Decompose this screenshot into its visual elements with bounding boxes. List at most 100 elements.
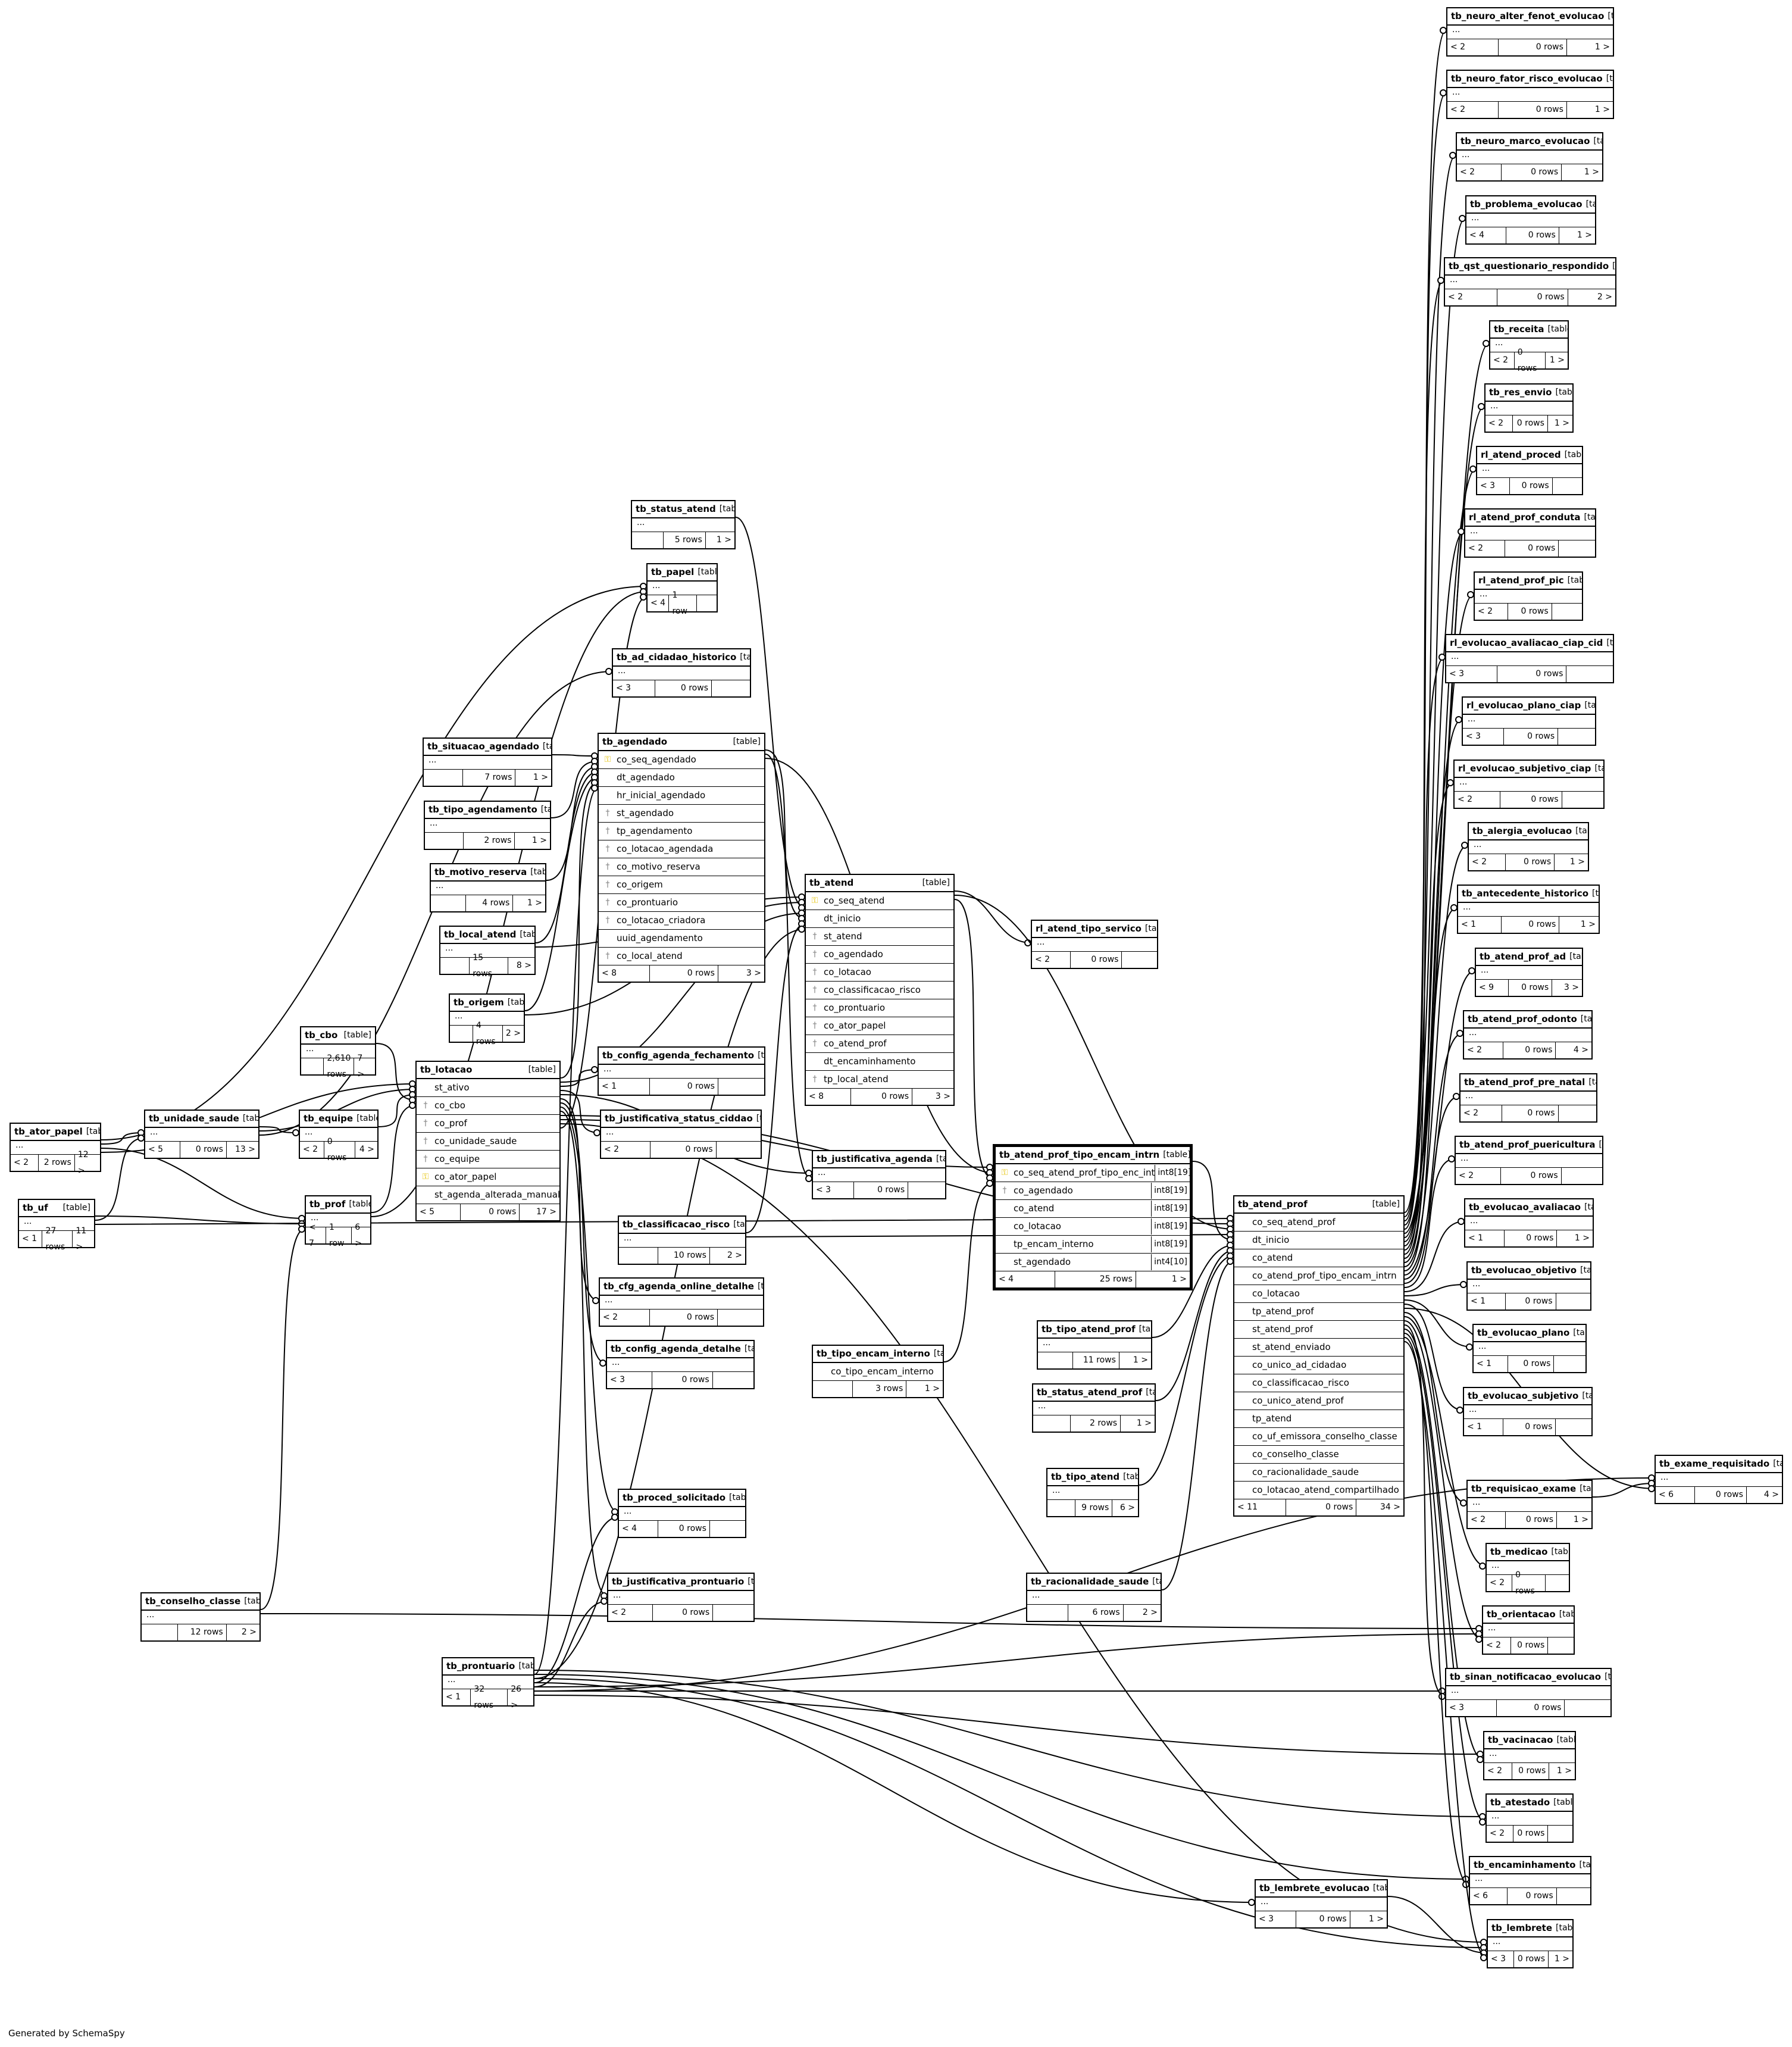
children-count[interactable]: 1 >: [1136, 1418, 1152, 1428]
children-count[interactable]: [713, 1605, 753, 1621]
children-count[interactable]: 1 >: [1171, 1274, 1187, 1284]
table-tb-evolucao-subjetivo[interactable]: tb_evolucao_subjetivo[table]...< 10 rows: [1463, 1387, 1593, 1436]
parents-count[interactable]: < 1: [443, 1689, 471, 1705]
children-count[interactable]: [1565, 1700, 1610, 1716]
children-count[interactable]: [1557, 1888, 1590, 1904]
table-tb-config-agenda-detalhe[interactable]: tb_config_agenda_detalhe[table]...< 30 r…: [606, 1340, 755, 1389]
table-tb-classificacao-risco[interactable]: tb_classificacao_risco[table]...10 rows2…: [618, 1215, 746, 1265]
table-tb-lembrete-evolucao[interactable]: tb_lembrete_evolucao[table]...< 30 rows1…: [1255, 1879, 1388, 1929]
children-count[interactable]: 1 >: [1554, 418, 1569, 428]
table-tb-evolucao-objetivo[interactable]: tb_evolucao_objetivo[table]...< 10 rows: [1466, 1261, 1591, 1311]
parents-count[interactable]: < 4: [1466, 227, 1506, 243]
table-rl-atend-prof-conduta[interactable]: rl_atend_prof_conduta[table]...< 20 rows: [1464, 508, 1596, 558]
children-count[interactable]: 1 >: [1368, 1914, 1384, 1924]
parents-count[interactable]: < 2: [1483, 1637, 1512, 1654]
table-tb-neuro-fator-risco-evolucao[interactable]: tb_neuro_fator_risco_evolucao[table]...<…: [1446, 70, 1614, 119]
table-tb-justificativa-prontuario[interactable]: tb_justificativa_prontuario[table]...< 2…: [607, 1573, 755, 1622]
children-count[interactable]: 7 >: [357, 1053, 365, 1079]
parents-count[interactable]: < 3: [813, 1182, 854, 1198]
children-count[interactable]: [1548, 1826, 1572, 1842]
children-count[interactable]: [1558, 729, 1595, 745]
parents-count[interactable]: < 2: [1468, 1512, 1506, 1528]
parents-count[interactable]: [440, 958, 470, 974]
parents-count[interactable]: < 2: [1456, 1168, 1501, 1184]
children-count[interactable]: [1556, 1293, 1590, 1310]
table-tb-neuro-alter-fenot-evolucao[interactable]: tb_neuro_alter_fenot_evolucao[table]...<…: [1446, 7, 1614, 57]
children-count[interactable]: 1 >: [533, 773, 549, 782]
table-rl-evolucao-plano-ciap[interactable]: rl_evolucao_plano_ciap[table]...< 30 row…: [1462, 696, 1596, 746]
children-count[interactable]: 1 >: [1554, 1954, 1569, 1964]
children-count[interactable]: 2 >: [505, 1029, 521, 1038]
table-tb-atend-prof-odonto[interactable]: tb_atend_prof_odonto[table]...< 20 rows4…: [1463, 1010, 1593, 1060]
children-count[interactable]: [713, 1372, 753, 1388]
parents-count[interactable]: < 2: [300, 1142, 324, 1158]
parents-count[interactable]: < 2: [1487, 1575, 1513, 1591]
table-tb-papel[interactable]: tb_papel[table]...< 41 row: [646, 563, 718, 616]
parents-count[interactable]: < 11: [1234, 1499, 1287, 1515]
children-count[interactable]: 1 >: [1580, 920, 1596, 929]
parents-count[interactable]: < 1: [1468, 1293, 1506, 1310]
children-count[interactable]: 4 >: [359, 1145, 375, 1154]
table-tb-medicao[interactable]: tb_medicao[table]...< 20 rows: [1485, 1543, 1570, 1596]
children-count[interactable]: 2 >: [727, 1251, 742, 1260]
parents-count[interactable]: < 2: [600, 1310, 651, 1326]
parents-count[interactable]: < 7: [306, 1223, 327, 1248]
table-tb-evolucao-plano[interactable]: tb_evolucao_plano[table]...< 10 rows: [1472, 1324, 1587, 1373]
parents-count[interactable]: < 5: [145, 1142, 180, 1158]
children-count[interactable]: 4 >: [1763, 1490, 1779, 1499]
table-tb-alergia-evolucao[interactable]: tb_alergia_evolucao[table]...< 20 rows1 …: [1468, 822, 1589, 871]
table-tb-requisicao-exame[interactable]: tb_requisicao_exame[table]...< 20 rows1 …: [1466, 1480, 1593, 1529]
children-count[interactable]: 1 >: [924, 1384, 940, 1393]
parents-count[interactable]: [813, 1381, 853, 1397]
parents-count[interactable]: < 1: [1458, 917, 1502, 933]
children-count[interactable]: 1 >: [1594, 42, 1610, 52]
parents-count[interactable]: < 4: [648, 595, 670, 611]
children-count[interactable]: 1 >: [716, 535, 731, 545]
table-rl-evolucao-subjetivo-ciap[interactable]: rl_evolucao_subjetivo_ciap[table]...< 20…: [1453, 760, 1605, 809]
children-count[interactable]: 1 >: [1133, 1355, 1148, 1365]
children-count[interactable]: 26 >: [511, 1684, 522, 1710]
children-count[interactable]: 2 >: [1597, 292, 1612, 302]
table-tb-tipo-encam-interno[interactable]: tb_tipo_encam_interno[table]co_tipo_enca…: [812, 1345, 944, 1398]
parents-count[interactable]: [450, 1026, 473, 1042]
parents-count[interactable]: [424, 770, 464, 786]
parents-count[interactable]: < 1: [1464, 1419, 1504, 1435]
children-count[interactable]: [718, 1310, 763, 1326]
children-count[interactable]: [1552, 604, 1582, 620]
table-tb-proced-solicitado[interactable]: tb_proced_solicitado[table]...< 40 rows: [618, 1489, 746, 1538]
children-count[interactable]: 17 >: [536, 1207, 557, 1217]
parents-count[interactable]: [142, 1624, 179, 1640]
children-count[interactable]: 1 >: [527, 898, 542, 908]
table-tb-config-agenda-fechamento[interactable]: tb_config_agenda_fechamento[table]...< 1…: [598, 1046, 765, 1096]
table-rl-atend-tipo-servico[interactable]: rl_atend_tipo_servico[table]...< 20 rows: [1031, 920, 1158, 969]
parents-count[interactable]: < 3: [1463, 729, 1504, 745]
children-count[interactable]: 3 >: [935, 1092, 950, 1101]
parents-count[interactable]: < 2: [11, 1155, 39, 1171]
children-count[interactable]: [697, 595, 717, 611]
parents-count[interactable]: < 1: [599, 1079, 650, 1095]
children-count[interactable]: 1 >: [1573, 1515, 1588, 1524]
parents-count[interactable]: < 3: [1477, 478, 1510, 494]
parents-count[interactable]: < 2: [1445, 289, 1497, 305]
children-count[interactable]: [1556, 1419, 1591, 1435]
children-count[interactable]: [718, 1079, 764, 1095]
children-count[interactable]: 34 >: [1380, 1502, 1400, 1512]
parents-count[interactable]: < 4: [619, 1521, 658, 1537]
parents-count[interactable]: < 3: [1488, 1951, 1515, 1967]
children-count[interactable]: [908, 1182, 945, 1198]
parents-count[interactable]: < 3: [607, 1372, 652, 1388]
